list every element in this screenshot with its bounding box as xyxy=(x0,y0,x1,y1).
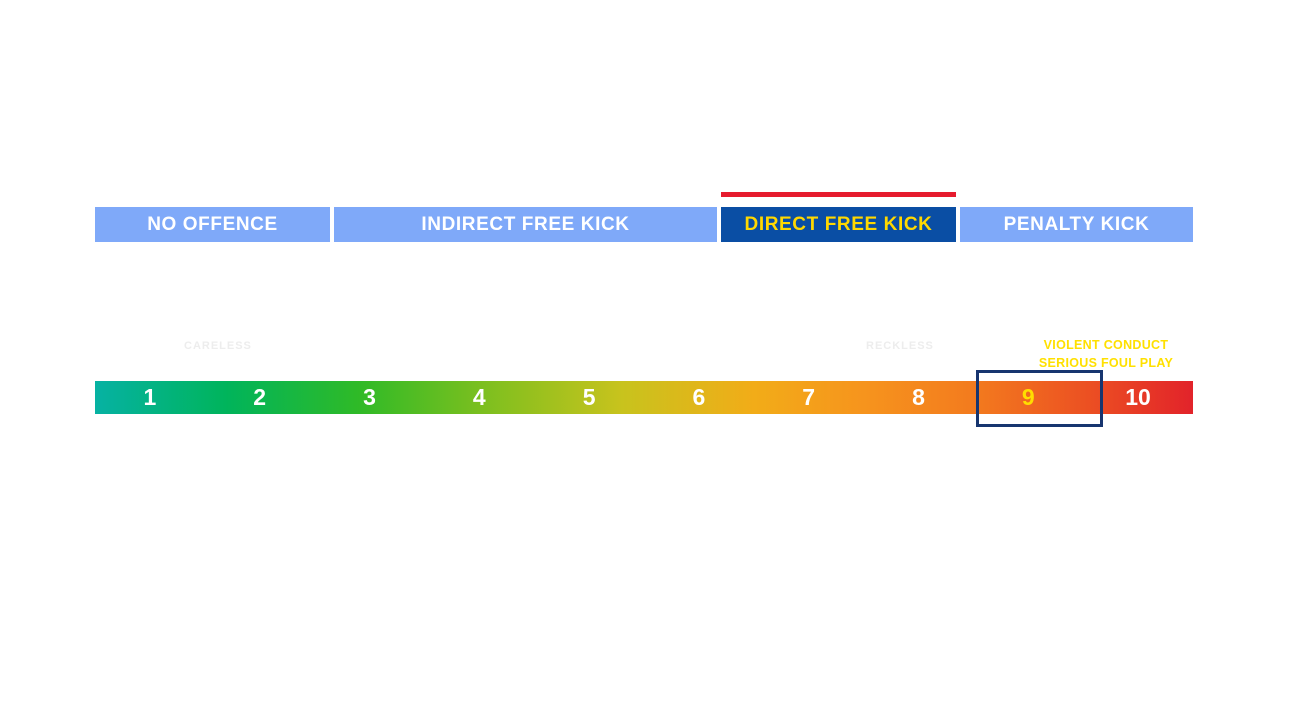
segment-no-offence: NO OFFENCE xyxy=(95,207,330,242)
scale-cell-1: 1 xyxy=(143,384,157,410)
scale-cell-3: 3 xyxy=(363,384,376,410)
scale-cell-2: 2 xyxy=(253,384,267,410)
violent-conduct-annotation: VIOLENT CONDUCT SERIOUS FOUL PLAY xyxy=(1030,336,1182,372)
faint-label-careless: CARELESS xyxy=(184,340,252,352)
scale-cell-5: 5 xyxy=(582,384,596,410)
scale-cell-9: 9 xyxy=(1021,384,1035,410)
severity-scale-bar: 1 2 3 4 5 6 7 8 9 10 xyxy=(95,381,1193,414)
red-highlight-line xyxy=(721,192,956,197)
scale-cell-6: 6 xyxy=(692,384,706,410)
segment-penalty-kick: PENALTY KICK xyxy=(960,207,1193,242)
faint-label-reckless: RECKLESS xyxy=(866,340,934,352)
number-9-highlight-box xyxy=(976,370,1103,427)
verdict-bar: NO OFFENCE INDIRECT FREE KICK DIRECT FRE… xyxy=(95,207,1193,242)
annotation-line-1: VIOLENT CONDUCT xyxy=(1043,338,1169,352)
scale-cell-10: 10 xyxy=(1125,384,1151,410)
scale-cell-7: 7 xyxy=(802,384,816,410)
segment-indirect-free-kick: INDIRECT FREE KICK xyxy=(334,207,717,242)
scale-cell-8: 8 xyxy=(912,384,925,410)
scale-cell-4: 4 xyxy=(472,384,486,410)
annotation-line-2: SERIOUS FOUL PLAY xyxy=(1038,356,1174,370)
segment-direct-free-kick: DIRECT FREE KICK xyxy=(721,207,956,242)
